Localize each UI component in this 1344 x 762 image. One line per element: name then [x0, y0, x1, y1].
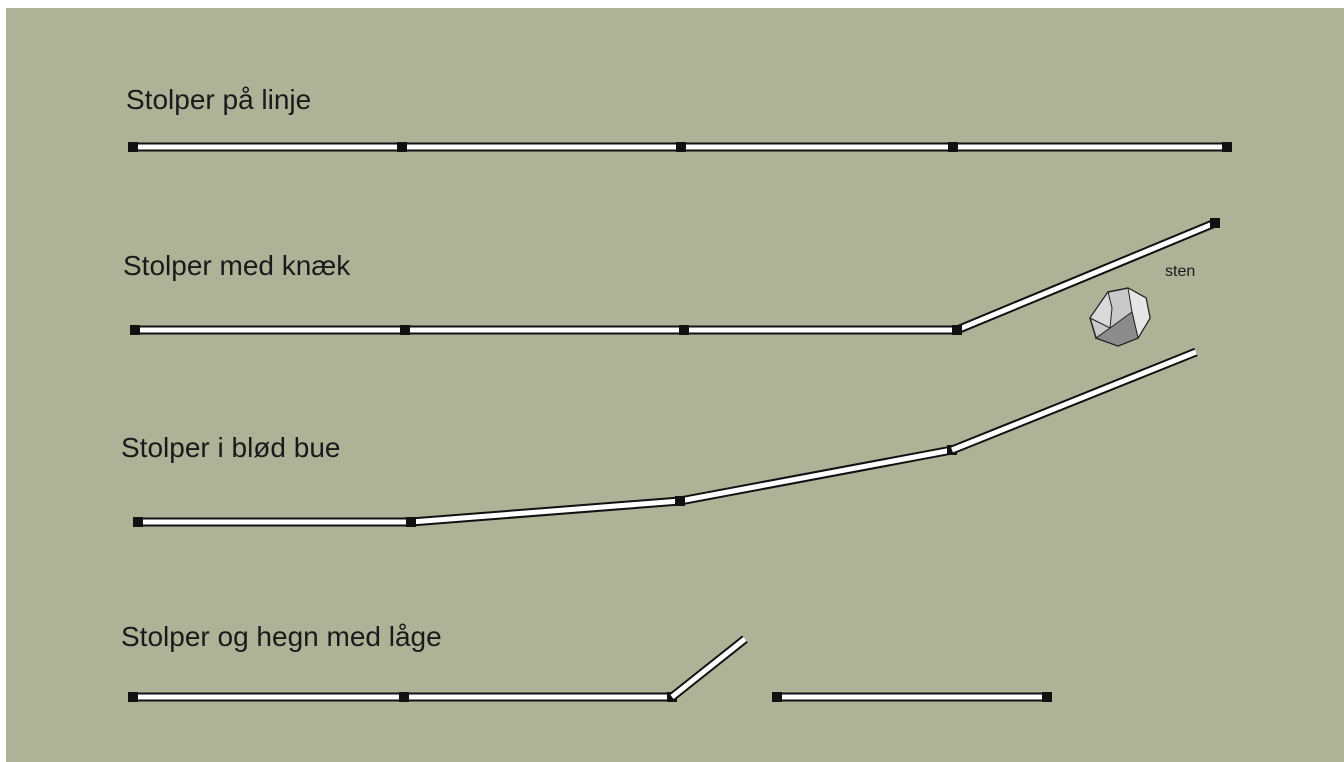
curve-fence-rail	[410, 496, 681, 527]
kink-fence-post	[400, 325, 410, 335]
straight-fence-post	[948, 142, 958, 152]
label-posts-and-fence-with-gate: Stolper og hegn med låge	[121, 621, 442, 652]
gate-fence-right-post	[1042, 692, 1052, 702]
label-posts-in-soft-curve: Stolper i blød bue	[121, 432, 341, 463]
curve-fence-post	[675, 496, 685, 506]
straight-fence-post	[397, 142, 407, 152]
kink-fence-post	[952, 325, 962, 335]
kink-fence-post	[679, 325, 689, 335]
curve-fence-post	[133, 517, 143, 527]
straight-fence-post	[676, 142, 686, 152]
curve-fence-post	[406, 517, 416, 527]
label-stone: sten	[1165, 263, 1196, 280]
curve-fence-rail	[679, 445, 953, 506]
kink-fence-post	[1210, 218, 1220, 228]
curve-fence-rail	[950, 347, 1198, 455]
stone-icon	[1089, 287, 1151, 347]
gate-fence-post	[399, 692, 409, 702]
gate-fence-post	[128, 692, 138, 702]
straight-fence-post	[1222, 142, 1232, 152]
straight-fence-post	[128, 142, 138, 152]
label-posts-with-kink: Stolper med knæk	[123, 250, 351, 281]
gate-leaf	[669, 635, 748, 701]
kink-fence-rail	[955, 218, 1217, 335]
gate-fence-right-post	[772, 692, 782, 702]
kink-fence-post	[130, 325, 140, 335]
label-posts-in-line: Stolper på linje	[126, 84, 312, 115]
